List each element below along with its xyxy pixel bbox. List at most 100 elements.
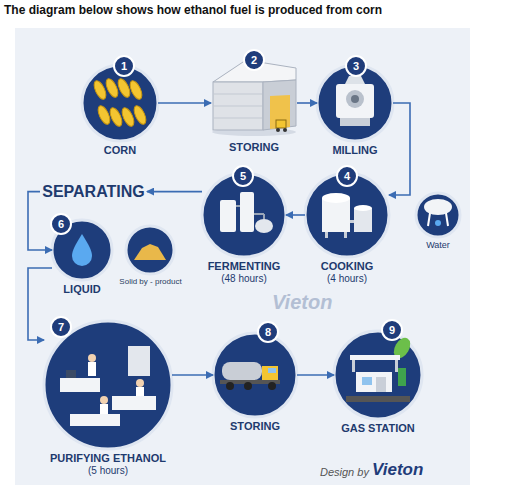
process-circle: CORN: [82, 65, 158, 157]
callout-number: 9: [381, 319, 403, 341]
tanker-illustration-part: [268, 368, 276, 373]
flow-arrow: [286, 214, 305, 216]
laboratory-illustration-part: [100, 396, 108, 404]
watermark: Vieton: [272, 290, 332, 314]
callout-number: 7: [50, 316, 72, 338]
picture-slot: [416, 193, 460, 237]
node-sublabel: (48 hours): [221, 273, 267, 285]
credit-note: Design by: [320, 466, 369, 479]
flow-arrow: [158, 102, 211, 104]
corn-illustration-part: [116, 77, 133, 99]
process-circle: STORING: [213, 333, 297, 433]
water-tank-illustration-part: [424, 199, 452, 215]
node-label: Water: [426, 240, 450, 251]
mill-illustration-part: [336, 84, 374, 118]
node-sublabel: (5 hours): [88, 465, 128, 477]
cooker-illustration-part: [354, 208, 372, 232]
picture-slot: [334, 331, 422, 419]
fermenter-illustration-part: [236, 205, 240, 207]
cooker-illustration-part: [350, 220, 354, 223]
process-picture: STORING: [211, 58, 297, 154]
process-circle: MILLING: [317, 65, 393, 157]
laboratory-illustration-part: [112, 396, 156, 410]
gas-station-illustration-part: [362, 377, 372, 385]
gas-station-illustration-part: [352, 360, 355, 372]
warehouse-illustration-part: [213, 118, 263, 119]
tanker-illustration-part: [262, 366, 278, 380]
process-circle: PURIFYING ETHANOL(5 hours): [44, 321, 172, 477]
fermenter-illustration-part: [220, 200, 236, 232]
node-label: STORING: [229, 141, 279, 154]
warehouse-illustration-part: [213, 106, 263, 107]
warehouse-illustration-part: [270, 95, 290, 129]
laboratory-illustration-part: [88, 362, 96, 376]
water-tank-illustration: [416, 193, 460, 237]
node-label: SEPARATING: [42, 182, 145, 201]
process-circle: COOKING(4 hours): [305, 173, 389, 285]
laboratory-illustration-part: [100, 404, 108, 414]
mill-illustration-part: [345, 76, 365, 84]
tanker-illustration-part: [268, 382, 276, 390]
output-circle: Solid by - product: [117, 226, 184, 287]
water-tank-illustration-part: [428, 213, 430, 226]
warehouse-illustration-part: [213, 94, 263, 95]
cooker-illustration-part: [322, 198, 350, 232]
node-label: FERMENTING: [208, 260, 281, 273]
diagram-title: The diagram below shows how ethanol fuel…: [4, 3, 382, 17]
mill-illustration-part: [351, 95, 359, 103]
mill-illustration-part: [340, 118, 370, 126]
warehouse-illustration-part: [276, 120, 286, 128]
flow-arrow: [297, 374, 334, 376]
tanker-illustration-part: [213, 333, 297, 417]
tanker-illustration-part: [244, 382, 252, 390]
cooker-illustration-part: [354, 205, 372, 211]
laboratory-illustration-part: [136, 379, 144, 387]
callout-number: 5: [232, 165, 254, 187]
gas-station-illustration-part: [356, 372, 392, 392]
flow-arrow: [389, 103, 410, 195]
node-label: CORN: [104, 144, 136, 157]
fermenter-illustration-part: [240, 192, 254, 232]
flow-arrow: [28, 192, 52, 250]
flow-arrow: [297, 102, 317, 104]
callout-number: 1: [113, 55, 135, 77]
warehouse-illustration-part: [263, 80, 296, 130]
input-circle: Water: [416, 193, 460, 251]
gas-station-illustration: [334, 331, 422, 419]
tanker-illustration-part: [222, 362, 262, 380]
by-product-illustration-part: [134, 244, 166, 260]
water-tank-illustration-part: [446, 213, 448, 226]
water-tank-illustration-part: [435, 220, 441, 226]
node-label: GAS STATION: [341, 422, 415, 435]
fermenter-illustration-part: [255, 219, 273, 233]
laboratory-illustration-part: [44, 321, 172, 449]
laboratory-illustration-part: [70, 414, 120, 426]
warehouse-illustration: [212, 60, 296, 136]
laboratory-illustration-part: [60, 378, 100, 392]
corn-illustration-part: [96, 104, 113, 126]
node-label: LIQUID: [63, 283, 100, 296]
tanker-illustration: [213, 333, 297, 417]
cooker-illustration-part: [325, 232, 328, 238]
callout-number: 3: [345, 55, 367, 77]
callout-number: 6: [50, 213, 72, 235]
corn-illustration-part: [104, 77, 121, 99]
water-tank-illustration-part: [416, 193, 460, 237]
node-sublabel: (4 hours): [327, 273, 367, 285]
gas-station-illustration-part: [334, 331, 422, 419]
node-label: STORING: [230, 420, 280, 433]
warehouse-illustration-part: [283, 128, 287, 132]
flow-arrow: [147, 191, 202, 193]
gas-station-illustration-part: [350, 355, 400, 360]
laboratory-illustration-part: [88, 354, 96, 362]
gas-station-illustration-part: [398, 368, 406, 386]
fermenter-illustration-part: [263, 214, 265, 219]
warehouse-illustration-part: [276, 128, 280, 132]
callout-number: 2: [243, 49, 265, 71]
gas-station-illustration-part: [346, 396, 410, 402]
cooker-illustration-part: [322, 193, 350, 203]
process-circle: FERMENTING(48 hours): [202, 173, 286, 285]
laboratory-illustration: [44, 321, 172, 449]
node-label: MILLING: [332, 144, 377, 157]
